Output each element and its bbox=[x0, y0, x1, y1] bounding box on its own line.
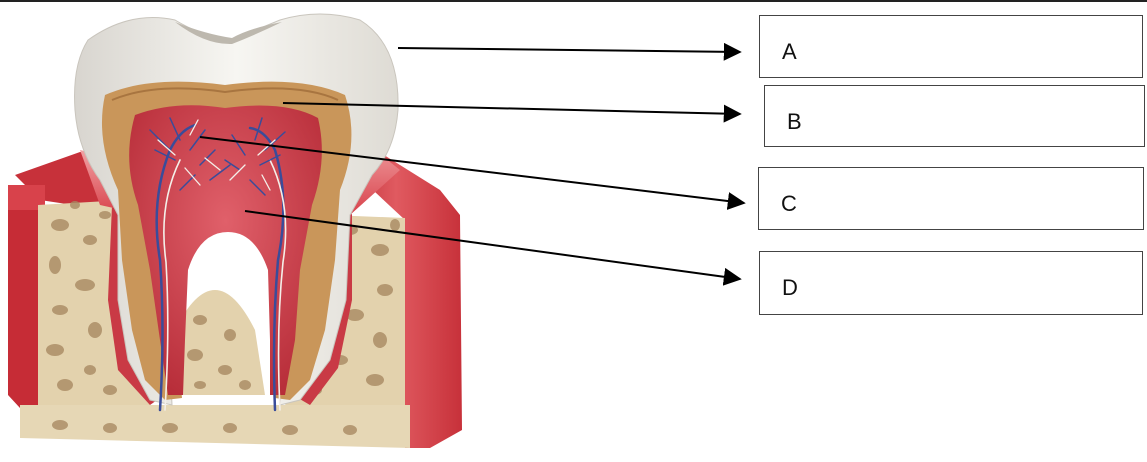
label-box-a[interactable]: A bbox=[759, 15, 1143, 78]
label-box-d[interactable]: D bbox=[759, 251, 1143, 315]
arrow-a bbox=[398, 48, 740, 52]
label-box-b[interactable]: B bbox=[764, 85, 1145, 147]
label-c: C bbox=[781, 191, 797, 217]
label-a: A bbox=[782, 39, 797, 65]
label-b: B bbox=[787, 109, 802, 135]
label-box-c[interactable]: C bbox=[758, 167, 1144, 230]
label-d: D bbox=[782, 275, 798, 301]
